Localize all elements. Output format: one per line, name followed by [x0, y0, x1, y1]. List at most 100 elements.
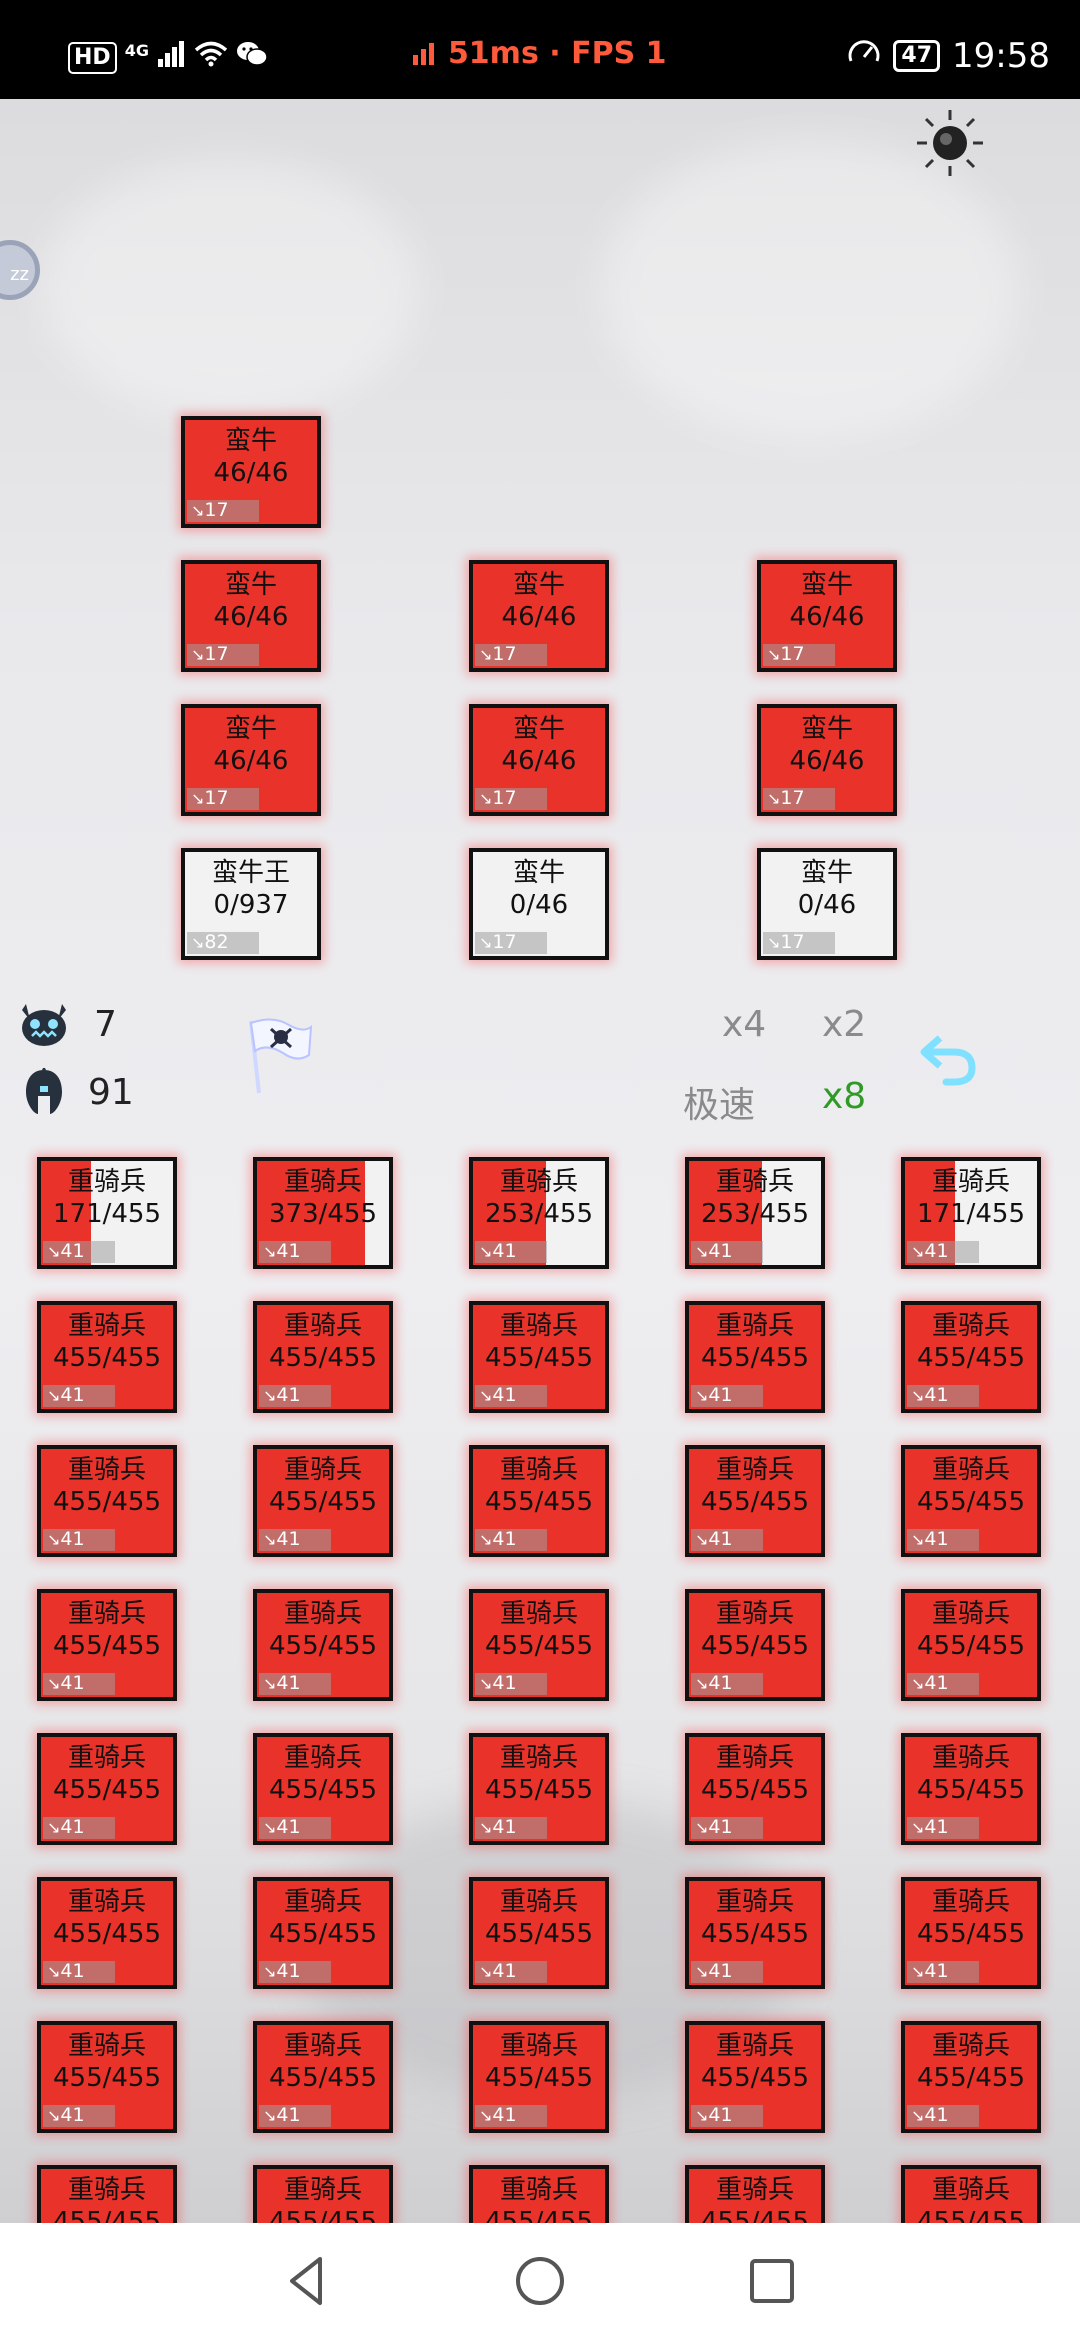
unit-name: 重骑兵: [499, 2031, 578, 2061]
speed-x2-button[interactable]: x2: [822, 1004, 867, 1045]
sword-icon: ↘: [479, 789, 493, 808]
unit-name: 蛮牛: [512, 858, 565, 888]
recents-icon[interactable]: [744, 2253, 800, 2309]
battery-indicator: 47: [893, 40, 941, 72]
attack-value: 41: [60, 1528, 85, 1550]
speed-x8-button[interactable]: x8: [822, 1076, 867, 1117]
attack-bar: [907, 1961, 979, 1983]
home-icon[interactable]: [512, 2253, 568, 2309]
attack-value: 17: [492, 787, 517, 809]
attack-bar: [259, 1673, 331, 1695]
attack-stat: ↘41: [47, 1672, 85, 1695]
unit-hp: 455/455: [52, 1775, 161, 1805]
unit-name: 重骑兵: [499, 1743, 578, 1773]
attack-value: 17: [204, 643, 229, 665]
attack-value: 41: [276, 1528, 301, 1550]
sword-icon: ↘: [911, 1386, 925, 1405]
pirate-flag-icon[interactable]: [243, 1015, 313, 1095]
sword-icon: ↘: [47, 1962, 61, 1981]
sword-icon: ↘: [263, 1242, 277, 1261]
army-count-stat: 91: [22, 1068, 134, 1116]
unit-name: 蛮牛: [800, 714, 853, 744]
unit-name: 重骑兵: [67, 2031, 146, 2061]
attack-bar: [259, 1385, 331, 1407]
weather-sun-icon[interactable]: [915, 108, 985, 178]
sword-icon: ↘: [479, 2106, 493, 2125]
sword-icon: ↘: [911, 1962, 925, 1981]
attack-stat: ↘41: [479, 1384, 517, 1407]
undo-arrow-icon[interactable]: [918, 1032, 978, 1088]
attack-value: 41: [60, 1816, 85, 1838]
unit-hp: 455/455: [484, 1919, 593, 1949]
attack-stat: ↘41: [695, 1384, 733, 1407]
sword-icon: ↘: [47, 1530, 61, 1549]
sword-icon: ↘: [47, 1386, 61, 1405]
unit-name: 重骑兵: [283, 1887, 362, 1917]
back-icon[interactable]: [280, 2253, 336, 2309]
sword-icon: ↘: [479, 1962, 493, 1981]
attack-bar: [763, 788, 835, 810]
attack-bar: [475, 1529, 547, 1551]
speed-max-button[interactable]: 极速: [683, 1085, 756, 1126]
status-bar: HD 4G 51ms · FPS 1 47 19:58: [0, 0, 1080, 99]
unit-hp: 455/455: [268, 1631, 377, 1661]
attack-bar: [187, 932, 259, 954]
monster-icon: [22, 1004, 66, 1046]
speedometer-icon: [847, 36, 881, 76]
army-count: 91: [88, 1071, 134, 1113]
attack-value: 17: [780, 643, 805, 665]
speed-x4-button[interactable]: x4: [722, 1004, 767, 1045]
sword-icon: ↘: [911, 1818, 925, 1837]
attack-bar: [259, 2105, 331, 2127]
unit-hp: 46/46: [789, 602, 865, 632]
sword-icon: ↘: [479, 1386, 493, 1405]
attack-value: 41: [492, 1672, 517, 1694]
attack-stat: ↘41: [263, 1960, 301, 1983]
